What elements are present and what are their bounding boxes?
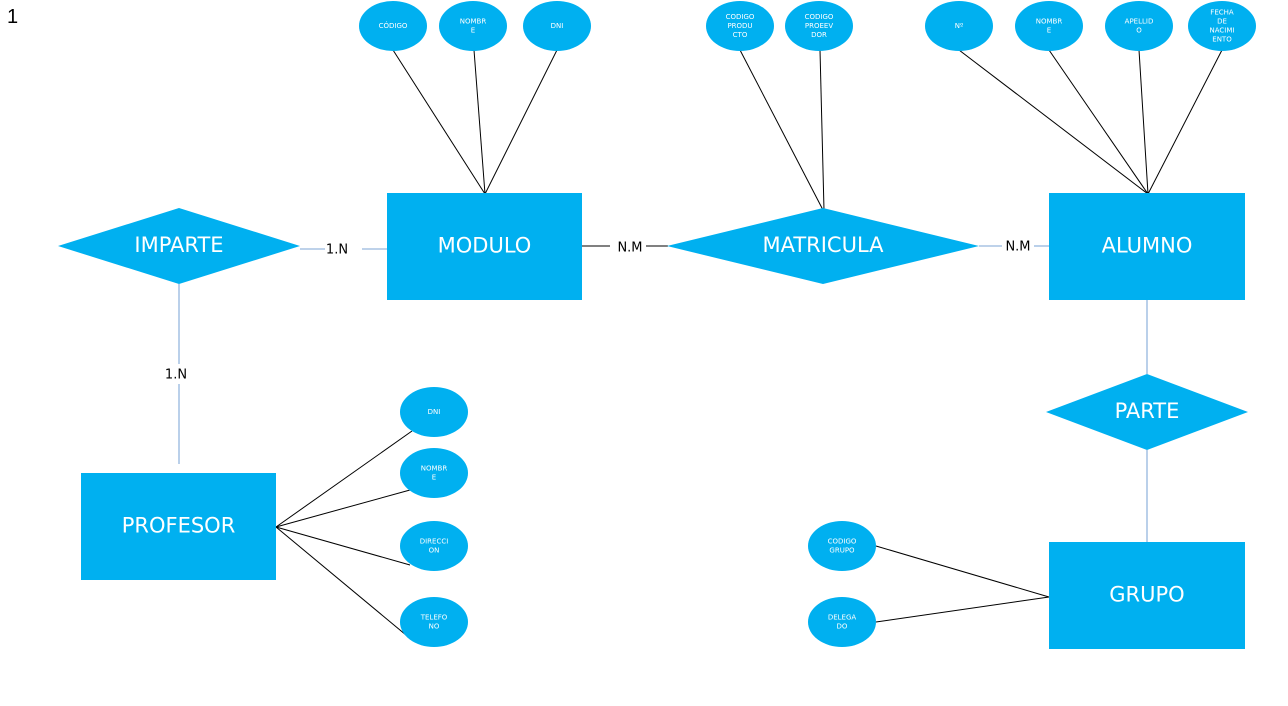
entity-modulo xyxy=(387,193,582,300)
connector-grupo-delegado xyxy=(875,596,1050,623)
attribute-modulo-codigo xyxy=(359,1,427,51)
entity-grupo xyxy=(1049,542,1245,649)
attribute-label-line: APELLID xyxy=(1125,18,1154,26)
connector-grupo-codigo-grupo xyxy=(875,545,1050,598)
attribute-label-line: FECHA xyxy=(1210,9,1234,17)
attribute-label-line: E xyxy=(432,474,436,482)
attribute-label-line: PROEEV xyxy=(805,22,833,30)
attribute-label-line: NOMBR xyxy=(1036,18,1063,26)
page-number: 1 xyxy=(7,6,19,28)
attribute-label-line: NOMBR xyxy=(460,18,487,26)
entity-label-alumno: ALUMNO xyxy=(1102,234,1193,258)
entity-profesor xyxy=(81,473,276,580)
attribute-label-profesor-dni: DNI xyxy=(428,408,441,416)
attribute-label-line: Nº xyxy=(955,22,964,30)
attribute-modulo-dni xyxy=(523,1,591,51)
attribute-label-line: ENTO xyxy=(1212,36,1232,44)
relationship-matricula xyxy=(667,208,979,284)
connector-matricula-codigo-proveedor xyxy=(819,49,825,211)
cardinality-imparte-profesor: 1.N xyxy=(165,368,187,383)
attribute-label-line: DELEGA xyxy=(828,614,857,622)
attribute-label-line: DIRECCI xyxy=(420,538,449,546)
attribute-matricula-codigo-proveedor xyxy=(785,1,853,51)
connector-profesor-dni xyxy=(275,430,413,528)
attribute-profesor-telefono xyxy=(400,597,468,647)
connector-profesor-nombre xyxy=(275,489,411,528)
attribute-label-line: O xyxy=(1136,27,1142,35)
attribute-label-line: E xyxy=(471,27,475,35)
attribute-label-alumno-numero: Nº xyxy=(955,22,964,30)
attribute-grupo-codigo-grupo xyxy=(808,521,876,571)
cardinality-matricula-alumno: N.M xyxy=(1005,240,1030,255)
attribute-profesor-direccion xyxy=(400,521,468,571)
connector-alumno-nombre xyxy=(1048,49,1149,195)
attribute-alumno-apellido xyxy=(1105,1,1173,51)
relationship-label-matricula: MATRICULA xyxy=(762,233,884,257)
connector-matricula-codigo-producto xyxy=(739,49,824,211)
attribute-profesor-nombre xyxy=(400,448,468,498)
attribute-label-line: ON xyxy=(429,547,440,555)
attribute-label-line: CÓDIGO xyxy=(379,21,408,30)
cardinality-imparte-modulo: 1.N xyxy=(326,243,348,258)
attribute-label-modulo-codigo: CÓDIGO xyxy=(379,21,408,30)
attribute-profesor-dni xyxy=(400,387,468,437)
connector-profesor-telefono xyxy=(275,526,413,641)
attribute-modulo-nombre xyxy=(439,1,507,51)
attribute-label-line: TELEFO xyxy=(420,614,448,622)
connector-modulo-codigo xyxy=(392,49,486,195)
relationship-label-parte: PARTE xyxy=(1115,399,1180,423)
attribute-label-line: GRUPO xyxy=(829,547,855,555)
cardinality-modulo-matricula: N.M xyxy=(617,241,642,256)
connector-alumno-apellido xyxy=(1138,49,1149,195)
attribute-alumno-nombre xyxy=(1015,1,1083,51)
attribute-label-line: NO xyxy=(429,623,440,631)
connector-alumno-numero xyxy=(958,49,1149,195)
attribute-label-modulo-dni: DNI xyxy=(551,22,564,30)
connector-modulo-dni xyxy=(484,49,558,195)
attribute-grupo-delegado xyxy=(808,597,876,647)
attribute-label-line: CTO xyxy=(733,31,748,39)
attribute-label-line: PRODU xyxy=(727,22,752,30)
attribute-label-line: CODIGO xyxy=(805,13,834,21)
attribute-alumno-fecha-nacimiento xyxy=(1188,1,1256,51)
relationship-label-imparte: IMPARTE xyxy=(134,233,223,257)
attribute-label-line: NOMBR xyxy=(421,465,448,473)
attribute-label-line: DE xyxy=(1217,18,1227,26)
connector-modulo-nombre xyxy=(473,49,486,195)
attribute-label-line: DNI xyxy=(428,408,441,416)
entity-label-modulo: MODULO xyxy=(438,234,532,258)
attribute-label-line: DNI xyxy=(551,22,564,30)
attribute-label-line: DO xyxy=(837,623,848,631)
attribute-label-line: E xyxy=(1047,27,1051,35)
entity-label-grupo: GRUPO xyxy=(1109,583,1184,607)
relationship-imparte xyxy=(58,208,300,284)
attribute-matricula-codigo-producto xyxy=(706,1,774,51)
connector-alumno-fecha-nacimiento xyxy=(1147,49,1223,195)
entity-label-profesor: PROFESOR xyxy=(122,514,236,538)
connector-profesor-direccion xyxy=(275,526,411,566)
attribute-label-line: CODIGO xyxy=(726,13,755,21)
attribute-label-line: CODIGO xyxy=(828,538,857,546)
attribute-alumno-numero xyxy=(925,1,993,51)
relationship-parte xyxy=(1046,374,1248,450)
entity-alumno xyxy=(1049,193,1245,300)
attribute-label-line: NACIMI xyxy=(1210,27,1235,35)
attribute-label-line: DOR xyxy=(811,31,827,39)
